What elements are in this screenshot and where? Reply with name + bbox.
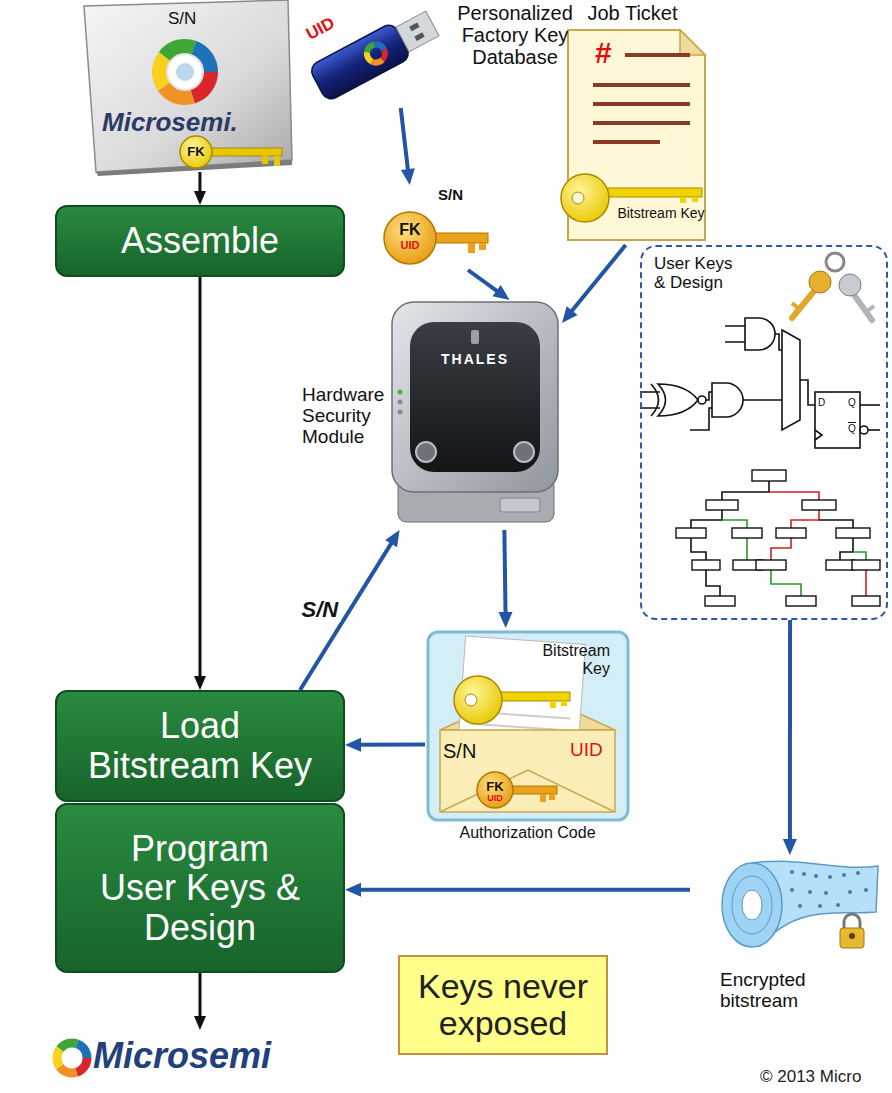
user-keys-drawing (792, 253, 874, 320)
key-label: FK (392, 221, 428, 239)
flow-arrow (194, 973, 206, 1030)
brand-name: THALES (430, 352, 520, 367)
process-label: Assemble (121, 221, 279, 261)
uid-label: UID (570, 740, 603, 761)
circuit-tree-drawing (676, 470, 880, 606)
flow-arrow (194, 172, 206, 205)
flow-arrow (194, 277, 206, 690)
brand-name: Microsemi. (102, 108, 238, 137)
punched-tape-drawing (722, 861, 878, 948)
document-title: Job Ticket (555, 2, 710, 24)
flow-arrow (401, 108, 415, 185)
process-box: Assemble (55, 205, 345, 277)
key-label: FK (480, 780, 510, 794)
fpga-chip-drawing (84, 0, 292, 176)
note-box: Keys never exposed (398, 955, 608, 1055)
caption-label: Encrypted bitstream (720, 970, 840, 1012)
flow-arrow (468, 270, 510, 300)
pin-name: Q (848, 423, 856, 434)
note-text: Keys never exposed (408, 968, 598, 1043)
flow-arrow (783, 620, 797, 855)
encrypted-bitstream: Encrypted bitstream (690, 855, 875, 1020)
flow-arrow (499, 530, 513, 628)
flow-arrow (345, 883, 690, 897)
device-label: Personalized Factory Key Database (440, 2, 590, 68)
serial-number: S/N (438, 187, 463, 204)
authorization-envelope-drawing (428, 632, 628, 820)
hardware-security-module: Hardware Security Module THALES (300, 300, 562, 530)
brand-name: Microsemi (93, 1036, 271, 1076)
pin-name: Q (848, 397, 856, 408)
group-label: User Keys & Design (654, 255, 744, 292)
key-label: FK (182, 145, 210, 159)
process-box: Program User Keys & Design (55, 803, 345, 973)
job-ticket: Job Ticket # Bitstream Key (555, 0, 712, 245)
brand-logo: Microsemi (45, 1030, 315, 1086)
flow-arrow (562, 245, 626, 323)
usb-key-database: UID Personalized Factory Key Database (300, 0, 592, 108)
edge-label: S/N (298, 598, 341, 622)
flow-arrow (345, 738, 425, 752)
key-label: Bitstream Key (615, 206, 707, 221)
hsm-device-drawing (392, 302, 558, 522)
ticket-number: # (595, 36, 612, 69)
serial-number: S/N (168, 10, 196, 29)
uid-label: UID (480, 794, 510, 804)
logic-gates-drawing (640, 318, 880, 448)
process-box: Load Bitstream Key (55, 690, 345, 802)
factory-key-drawing (384, 212, 488, 264)
fpga-chip: S/N Microsemi. FK (78, 0, 293, 172)
copyright-note: © 2013 Micro (760, 1068, 861, 1087)
uid-label: UID (303, 14, 338, 44)
process-label: Program User Keys & Design (94, 829, 306, 948)
factory-key: S/N FKUID (380, 185, 490, 270)
device-label: Hardware Security Module (302, 385, 388, 448)
process-label: Load Bitstream Key (84, 706, 317, 785)
serial-number: S/N (443, 740, 476, 762)
key-label: Bitstream Key (525, 642, 610, 677)
caption-label: Authorization Code (425, 824, 630, 842)
pin-name: D (818, 397, 825, 408)
authorization-code: Bitstream KeyS/NUIDFKUIDAuthorization Co… (425, 628, 632, 848)
uid-label: UID (392, 239, 428, 251)
brand-logo-drawing (57, 1043, 87, 1073)
